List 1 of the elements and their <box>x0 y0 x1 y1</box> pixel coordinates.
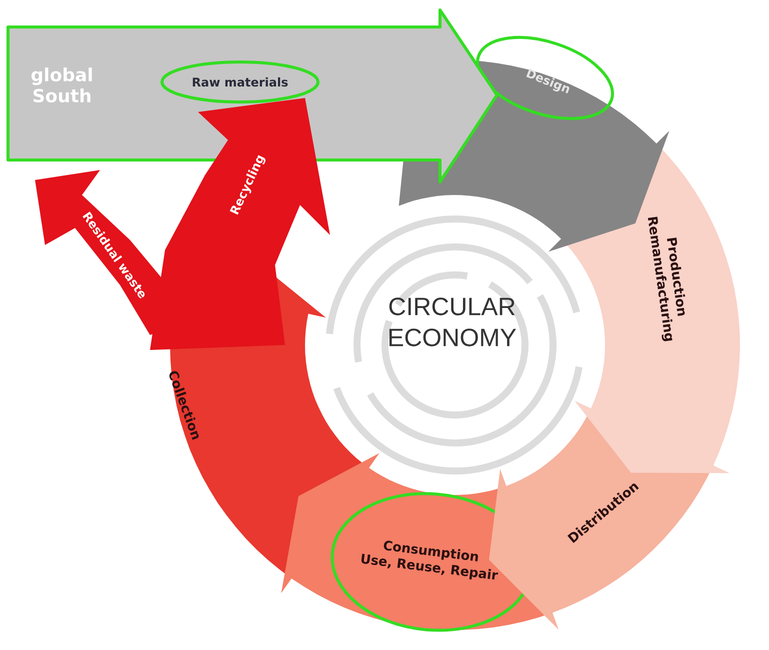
center-title: CIRCULAR ECONOMY <box>389 298 516 346</box>
